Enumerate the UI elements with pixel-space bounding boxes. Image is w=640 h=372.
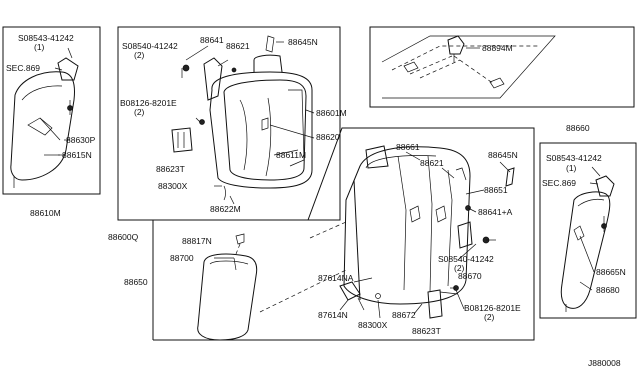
left-side-leaders: [54, 47, 73, 156]
labels: S08543-41242 (1) SEC.869 88630P 88615N 8…: [6, 33, 626, 368]
side-bolster-left: [10, 57, 79, 188]
seatback-right: [171, 35, 313, 201]
label-88641: 88641: [200, 35, 224, 45]
label-qty-sb-right-1: (2): [134, 50, 145, 60]
label-88641A: 88641+A: [478, 207, 513, 217]
label-88600Q: 88600Q: [108, 232, 139, 242]
label-88611M: 88611M: [276, 150, 306, 160]
label-clip-sb-right: B08126-8201E: [120, 98, 177, 108]
label-bolt-sb-right: S08540-41242: [122, 41, 178, 51]
label-qty-sb-right-2: (2): [134, 107, 145, 117]
label-sec-right: SEC.869: [542, 178, 576, 188]
label-88651: 88651: [484, 185, 508, 195]
label-88645N-right: 88645N: [288, 37, 318, 47]
label-bolt-left: S08543-41242: [18, 33, 74, 43]
trunk-box: [369, 26, 635, 108]
label-88620: 88620: [316, 132, 340, 142]
label-qty-left: (1): [34, 42, 45, 52]
label-88615N: 88615N: [62, 150, 92, 160]
label-88672: 88672: [392, 310, 416, 320]
seatback-right-box: [117, 26, 341, 221]
label-88623T-left: 88623T: [412, 326, 441, 336]
label-88610M: 88610M: [30, 208, 61, 218]
label-88700: 88700: [170, 253, 194, 263]
seatback-right-leaders: [185, 41, 315, 205]
label-88817N: 88817N: [182, 236, 212, 246]
label-88894M: 88894M: [482, 43, 513, 53]
label-88665N: 88665N: [596, 267, 626, 277]
seatback-left-box: [152, 127, 535, 341]
label-88623T-right: 88623T: [156, 164, 185, 174]
diagram-code: J880008: [588, 358, 621, 368]
label-88650: 88650: [124, 277, 148, 287]
label-clip-sb-left: B08126-8201E: [464, 303, 521, 313]
label-88661: 88661: [396, 142, 420, 152]
seatback-left-leaders: [214, 151, 511, 319]
label-qty-sb-left-1: (2): [454, 263, 465, 273]
label-88645N-left: 88645N: [488, 150, 518, 160]
left-side-box: [2, 26, 101, 195]
label-88660: 88660: [566, 123, 590, 133]
label-bolt-right: S08543-41242: [546, 153, 602, 163]
label-88630P: 88630P: [66, 135, 96, 145]
label-88300X-left: 88300X: [358, 320, 388, 330]
label-88621-right: 88621: [226, 41, 250, 51]
trunk-panel: [381, 35, 556, 99]
headrest: [197, 233, 258, 341]
label-qty-right: (1): [566, 163, 577, 173]
label-qty-sb-left-2: (2): [484, 312, 495, 322]
right-side-box: [539, 142, 637, 319]
label-88622M: 88622M: [210, 204, 241, 214]
label-88621-left: 88621: [420, 158, 444, 168]
seatback-left: [259, 145, 515, 319]
label-87614N: 87614N: [318, 310, 348, 320]
side-bolster-right: [560, 175, 615, 312]
label-sec-left: SEC.869: [6, 63, 40, 73]
label-87614NA: 87614NA: [318, 273, 354, 283]
label-88670: 88670: [458, 271, 482, 281]
label-88601M: 88601M: [316, 108, 347, 118]
label-88680: 88680: [596, 285, 620, 295]
label-bolt-sb-left: S08540-41242: [438, 254, 494, 264]
right-side-leaders: [579, 166, 601, 291]
label-88300X-right: 88300X: [158, 181, 188, 191]
